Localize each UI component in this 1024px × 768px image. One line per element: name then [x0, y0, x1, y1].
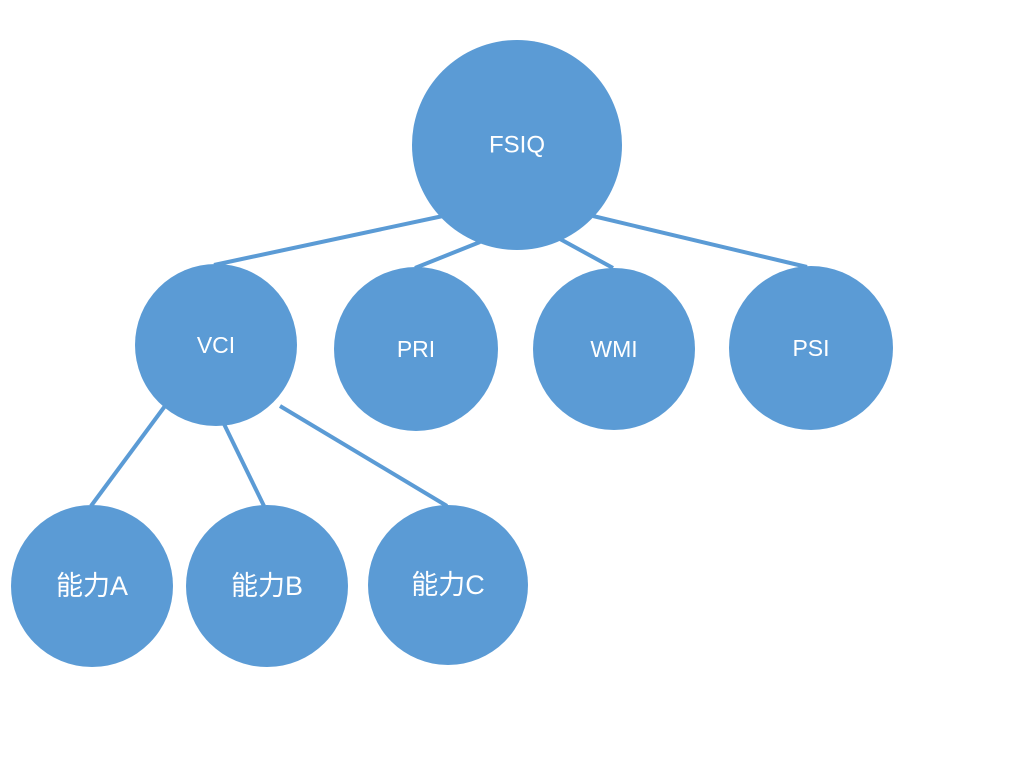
edge-fsiq-to-vci: [213, 214, 444, 267]
edge-vci-to-ability-c: [278, 404, 449, 508]
node-psi-circle: [729, 266, 893, 430]
node-ability-b-label: 能力B: [231, 571, 303, 601]
node-ability-a-label: 能力A: [56, 571, 128, 601]
node-pri-label: PRI: [397, 336, 435, 362]
node-vci-label: VCI: [197, 332, 235, 358]
node-pri-circle: [334, 267, 498, 431]
node-ability-c-label: 能力C: [411, 570, 485, 600]
node-fsiq-label: FSIQ: [489, 132, 545, 159]
edge-vci-to-ability-a: [89, 404, 167, 508]
node-fsiq-circle: [412, 40, 622, 250]
node-psi-label: PSI: [792, 335, 829, 361]
node-ability-c-circle: [368, 505, 528, 665]
edge-fsiq-to-pri: [414, 240, 481, 270]
edge-vci-to-ability-b: [222, 423, 266, 507]
edge-fsiq-to-wmi: [559, 237, 614, 270]
node-wmi-label: WMI: [590, 336, 637, 362]
node-wmi-circle: [533, 268, 695, 430]
node-ability-b-circle: [186, 505, 348, 667]
edge-fsiq-to-psi: [592, 214, 808, 269]
node-vci-circle: [135, 264, 297, 426]
node-ability-a-circle: [11, 505, 173, 667]
